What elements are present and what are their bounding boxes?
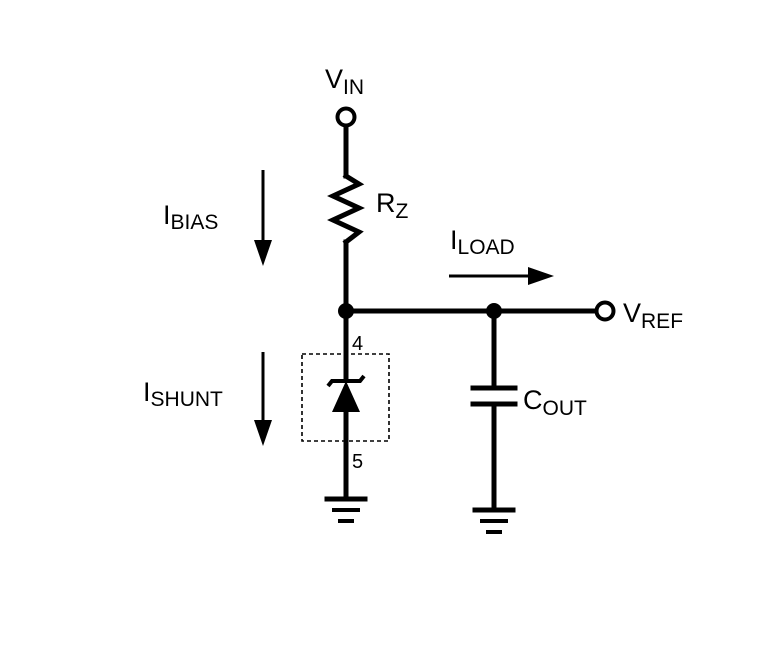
ishunt-label: ISHUNT [143,377,223,411]
ground-symbol-cout [472,507,516,534]
ibias-label: IBIAS [163,200,218,234]
ishunt-arrow-head [254,420,272,446]
vref-label: VREF [623,298,683,333]
ground-symbol-shunt [324,496,368,523]
vin-terminal [335,106,357,128]
shunt-diode-cathode-bar [326,374,366,388]
vref-terminal [594,300,616,322]
shunt-diode-triangle [332,381,360,412]
ibias-arrow-head [254,240,272,266]
rz-label: RZ [376,188,409,223]
pin-4-label: 4 [352,333,363,355]
iload-label: ILOAD [450,225,515,259]
vin-label: VIN [325,64,364,99]
cout-label: COUT [523,385,587,420]
pin-5-label: 5 [352,451,363,473]
iload-arrow-head [528,267,554,285]
resistor-rz [327,172,365,246]
